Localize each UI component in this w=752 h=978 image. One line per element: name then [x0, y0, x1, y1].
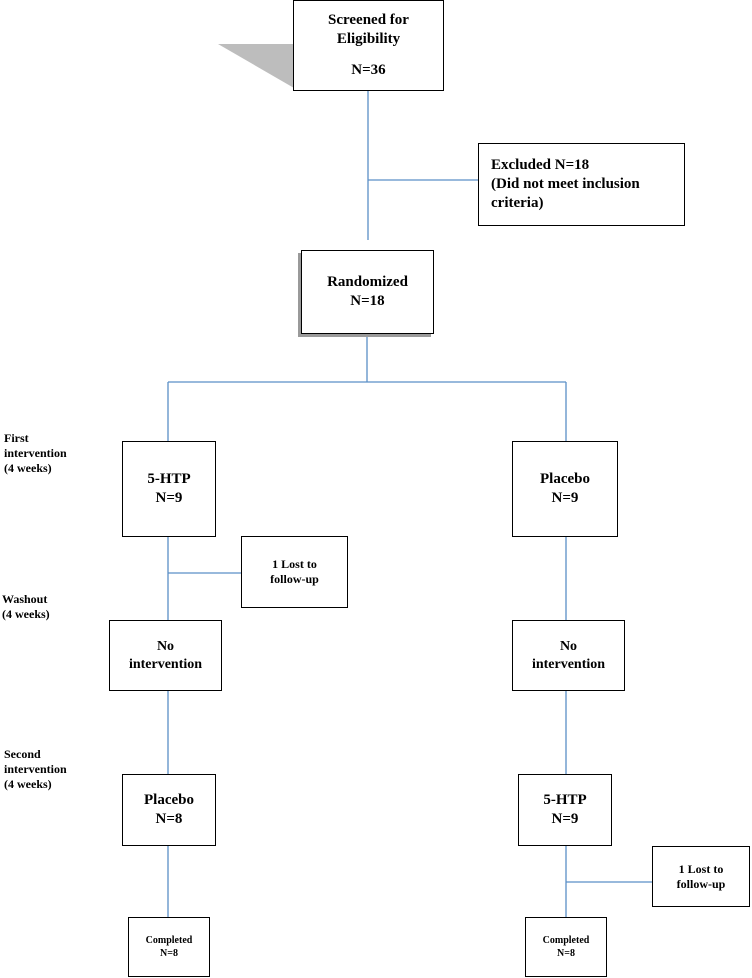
screened-line1: Screened for	[328, 12, 409, 28]
left-first-intervention-box: 5-HTP N=9	[122, 441, 216, 537]
left-second-intervention-box: Placebo N=8	[122, 774, 216, 846]
right-completed-box: Completed N=8	[525, 917, 607, 977]
left-lost-line1: 1 Lost to	[272, 557, 317, 571]
right-washout-line2: intervention	[531, 656, 606, 672]
screened-count: N=36	[351, 62, 386, 78]
right-washout-line1: No	[559, 638, 578, 654]
left-lost-line2: follow-up	[270, 572, 319, 586]
left-first-count: N=9	[155, 490, 183, 506]
right-second-intervention-box: 5-HTP N=9	[518, 774, 612, 846]
side-label-line: (4 weeks)	[4, 777, 52, 791]
side-label-line: Washout	[2, 592, 48, 606]
randomized-box: Randomized N=18	[301, 250, 434, 334]
right-completed-label: Completed	[542, 935, 590, 946]
shadow-wedge	[218, 44, 294, 88]
left-completed-count: N=8	[160, 948, 178, 959]
randomized-count: N=18	[350, 293, 385, 309]
right-lost-box: 1 Lost to follow-up	[652, 846, 750, 907]
excluded-line2: (Did not meet inclusion	[491, 176, 640, 192]
side-label-line: intervention	[4, 762, 67, 776]
side-label-first-intervention: First intervention (4 weeks)	[4, 431, 67, 476]
screened-line2: Eligibility	[336, 31, 401, 47]
left-second-label: Placebo	[144, 792, 194, 808]
left-completed-box: Completed N=8	[128, 917, 210, 977]
left-completed-label: Completed	[145, 935, 193, 946]
side-label-line: Second	[4, 747, 41, 761]
right-lost-line2: follow-up	[676, 876, 726, 891]
left-second-count: N=8	[155, 811, 183, 827]
excluded-box: Excluded N=18 (Did not meet inclusion cr…	[478, 143, 685, 226]
right-first-count: N=9	[551, 490, 579, 506]
right-washout-box: No intervention	[512, 620, 625, 691]
left-washout-box: No intervention	[109, 620, 222, 691]
side-label-washout: Washout (4 weeks)	[2, 592, 50, 622]
right-first-intervention-box: Placebo N=9	[512, 441, 618, 537]
side-label-line: (4 weeks)	[2, 607, 50, 621]
right-first-label: Placebo	[540, 471, 590, 487]
screened-box: Screened for Eligibility N=36	[293, 0, 444, 91]
left-washout-line1: No	[156, 638, 175, 654]
right-second-label: 5-HTP	[543, 792, 587, 808]
right-lost-line1: 1 Lost to	[678, 861, 724, 876]
randomized-label: Randomized	[327, 274, 408, 290]
side-label-line: First	[4, 431, 29, 445]
side-label-second-intervention: Second intervention (4 weeks)	[4, 747, 67, 792]
side-label-line: intervention	[4, 446, 67, 460]
right-second-count: N=9	[551, 811, 579, 827]
excluded-line1: Excluded N=18	[491, 157, 590, 173]
right-completed-count: N=8	[557, 948, 575, 959]
side-label-line: (4 weeks)	[4, 461, 52, 475]
left-lost-box: 1 Lost to follow-up	[241, 536, 348, 608]
left-first-label: 5-HTP	[147, 471, 191, 487]
excluded-line3: criteria)	[491, 195, 544, 211]
left-washout-line2: intervention	[128, 656, 203, 672]
